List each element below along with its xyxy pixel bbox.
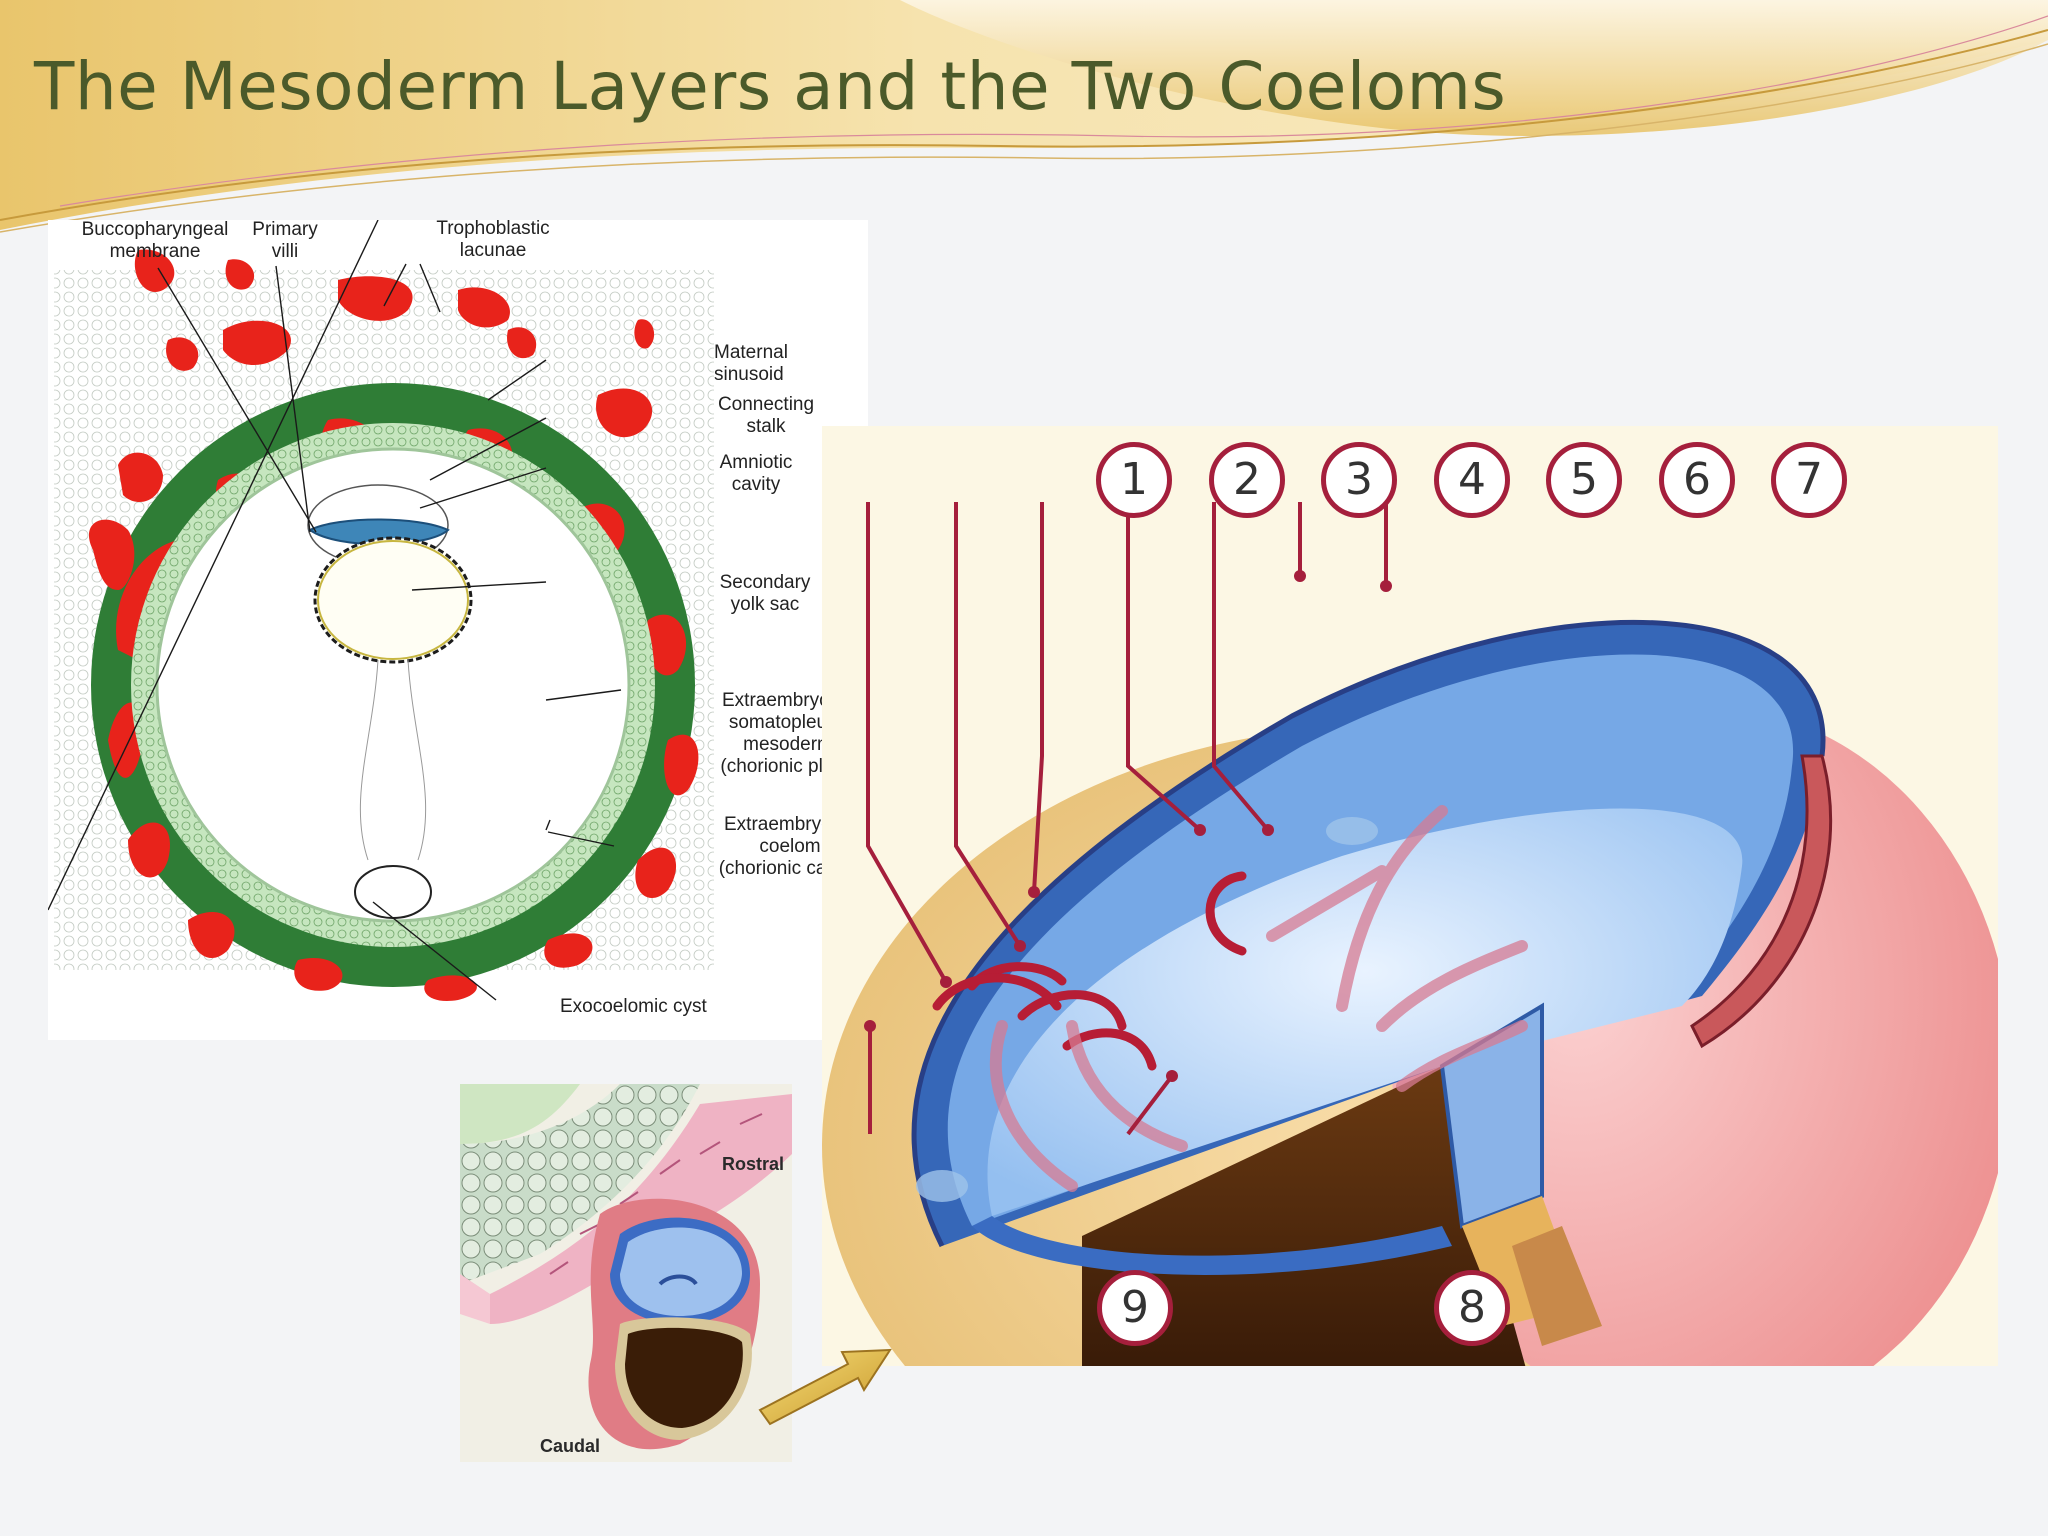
callout-5: 5 [1546, 442, 1622, 518]
slide-title: The Mesoderm Layers and the Two Coeloms [34, 48, 1507, 125]
label-maternal-sinusoid: Maternal sinusoid [714, 342, 788, 385]
blastocyst-cross-section [48, 220, 714, 1001]
flow-arrows [989, 805, 1528, 1192]
callout-1: 1 [1096, 442, 1172, 518]
callout-6: 6 [1659, 442, 1735, 518]
inset-diagram-panel: Rostral Caudal [460, 1084, 792, 1462]
label-connecting-stalk: Connecting stalk [717, 394, 815, 437]
callout-4: 4 [1434, 442, 1510, 518]
callout-8: 8 [1434, 1270, 1510, 1346]
embryo-coelom-illustration [822, 502, 1998, 1366]
label-primary-villi: Primary villi [252, 219, 318, 262]
label-exocoelomic-cyst: Exocoelomic cyst [560, 996, 707, 1017]
inset-embryo-illustration [460, 1084, 792, 1450]
callout-leaders [866, 502, 1388, 1136]
left-diagram-panel [48, 220, 868, 1040]
pointer-arrow-icon [758, 1348, 892, 1426]
title-banner [0, 0, 2048, 233]
label-secondary-yolk-sac: Secondary yolk sac [719, 572, 811, 615]
callout-2: 2 [1209, 442, 1285, 518]
callout-7: 7 [1771, 442, 1847, 518]
inset-rostral-label: Rostral [722, 1154, 785, 1174]
label-buccopharyngeal: Buccopharyngeal membrane [81, 219, 229, 262]
inset-caudal-label: Caudal [540, 1436, 601, 1456]
label-trophoblastic-lacunae: Trophoblastic lacunae [436, 218, 550, 261]
callout-9: 9 [1097, 1270, 1173, 1346]
label-amniotic-cavity: Amniotic cavity [719, 452, 793, 495]
right-diagram-panel [822, 426, 1998, 1366]
callout-3: 3 [1321, 442, 1397, 518]
